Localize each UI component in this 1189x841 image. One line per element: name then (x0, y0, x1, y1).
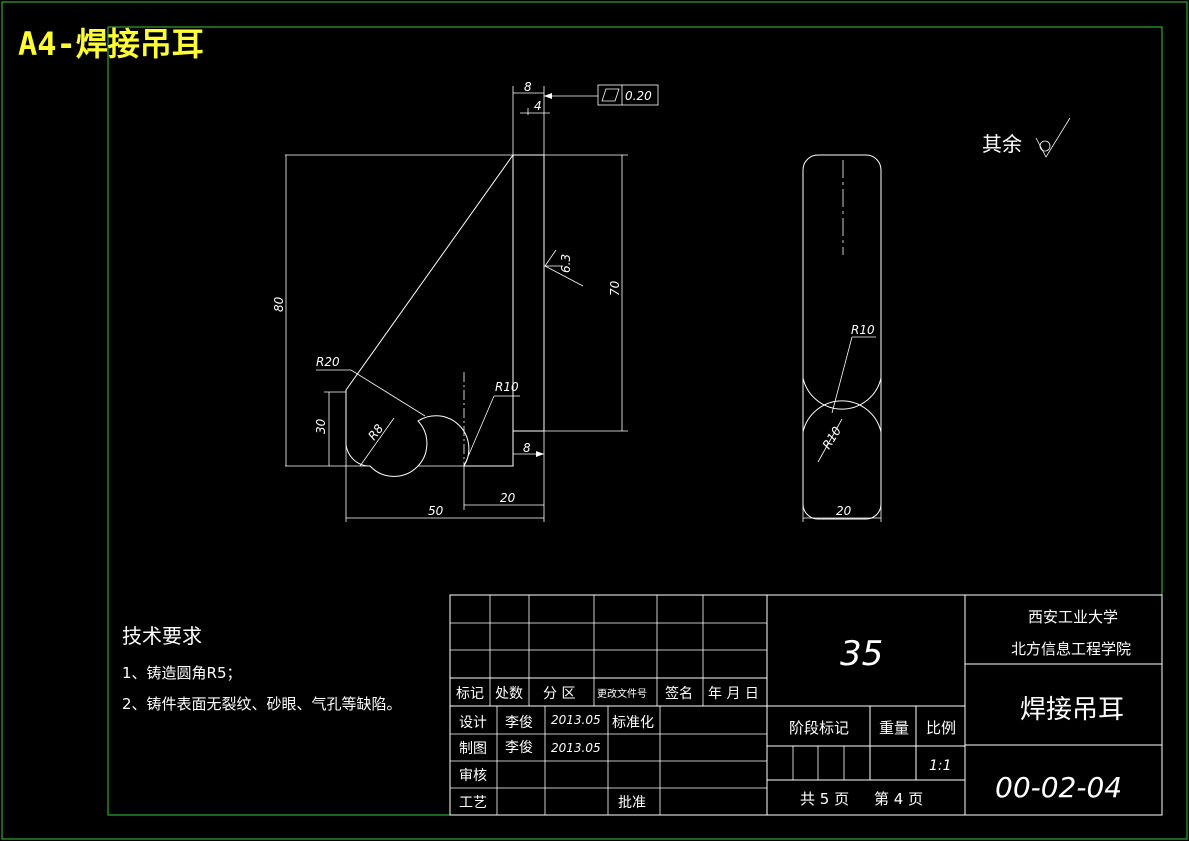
tb-material: 35 (840, 634, 883, 674)
dim-top-4: 4 (534, 99, 542, 113)
side-view: R10 R10 20 (802, 154, 882, 522)
tb-stage-label: 阶段标记 (789, 719, 849, 737)
dim-r20: R20 (316, 355, 340, 369)
dim-side-w20: 20 (836, 504, 852, 518)
side-arc-lower (802, 400, 882, 433)
dim-side-r10-upper: R10 (851, 323, 875, 337)
title-block: 标记 处数 分 区 更改文件号 签名 年 月 日 设计 李俊 2013.05 标… (449, 594, 1163, 816)
side-outline (802, 154, 882, 520)
roughness-check-icon (1035, 117, 1071, 158)
tb-hdr-mark: 标记 (456, 686, 484, 702)
tb-approve-label: 批准 (618, 795, 646, 811)
tech-item-2: 2、铸件表面无裂纹、砂眼、气孔等缺陷。 (122, 695, 402, 713)
tb-design-date: 2013.05 (551, 713, 601, 727)
dim-w20: 20 (500, 491, 516, 505)
tech-heading: 技术要求 (122, 624, 202, 648)
dim-height-70: 70 (608, 280, 622, 296)
tb-part-name: 焊接吊耳 (1020, 695, 1124, 725)
roughness-circle-icon (1039, 140, 1051, 152)
tb-sheet-no: 第 4 页 (874, 790, 923, 808)
tb-draw-name: 李俊 (505, 740, 533, 756)
tb-process-label: 工艺 (459, 795, 487, 811)
tb-hdr-date: 年 月 日 (708, 686, 759, 702)
tb-sheets: 共 5 页 (800, 790, 849, 808)
tb-check-label: 审核 (459, 768, 487, 784)
dim-top-8: 8 (524, 80, 532, 94)
tb-hdr-sign: 签名 (665, 685, 693, 702)
tb-hdr-change-doc: 更改文件号 (597, 687, 647, 700)
tb-hdr-zone: 分 区 (543, 686, 575, 702)
dim-w50: 50 (428, 504, 444, 518)
tech-item-1: 1、铸造圆角R5； (122, 664, 242, 682)
title-banner: A4-焊接吊耳 (18, 25, 204, 63)
tolerance-value: 0.20 (625, 89, 652, 103)
tb-drawing-no: 00-02-04 (995, 771, 1122, 804)
surface-mark-value: 6.3 (559, 254, 573, 273)
tech-requirements: 技术要求 1、铸造圆角R5； 2、铸件表面无裂纹、砂眼、气孔等缺陷。 (122, 624, 402, 713)
tb-design-label: 设计 (459, 715, 487, 731)
dim-w8: 8 (523, 441, 531, 455)
tb-school-line2: 北方信息工程学院 (1011, 640, 1131, 658)
roughness-note-label: 其余 (982, 132, 1022, 156)
dim-side-r10-lower: R10 (820, 424, 845, 452)
dim-height-80: 80 (272, 296, 286, 312)
tb-draw-date: 2013.05 (551, 741, 601, 755)
tb-scale-value: 1:1 (929, 758, 952, 774)
tb-design-name: 李俊 (505, 715, 533, 731)
tb-weight-label: 重量 (879, 719, 909, 737)
dim-h30: 30 (314, 418, 328, 434)
tb-design-std: 标准化 (612, 715, 654, 731)
tb-scale-label: 比例 (926, 719, 956, 737)
dim-r10-front: R10 (495, 380, 519, 394)
side-arc-upper (802, 377, 882, 410)
dim-r8: R8 (365, 421, 386, 442)
tb-school-line1: 西安工业大学 (1028, 608, 1118, 626)
tb-draw-label: 制图 (459, 741, 487, 757)
tb-hdr-count: 处数 (495, 686, 523, 702)
front-view: 8 4 0.20 80 70 6.3 R20 R8 R10 (272, 80, 659, 522)
tolerance-frame (597, 84, 659, 106)
